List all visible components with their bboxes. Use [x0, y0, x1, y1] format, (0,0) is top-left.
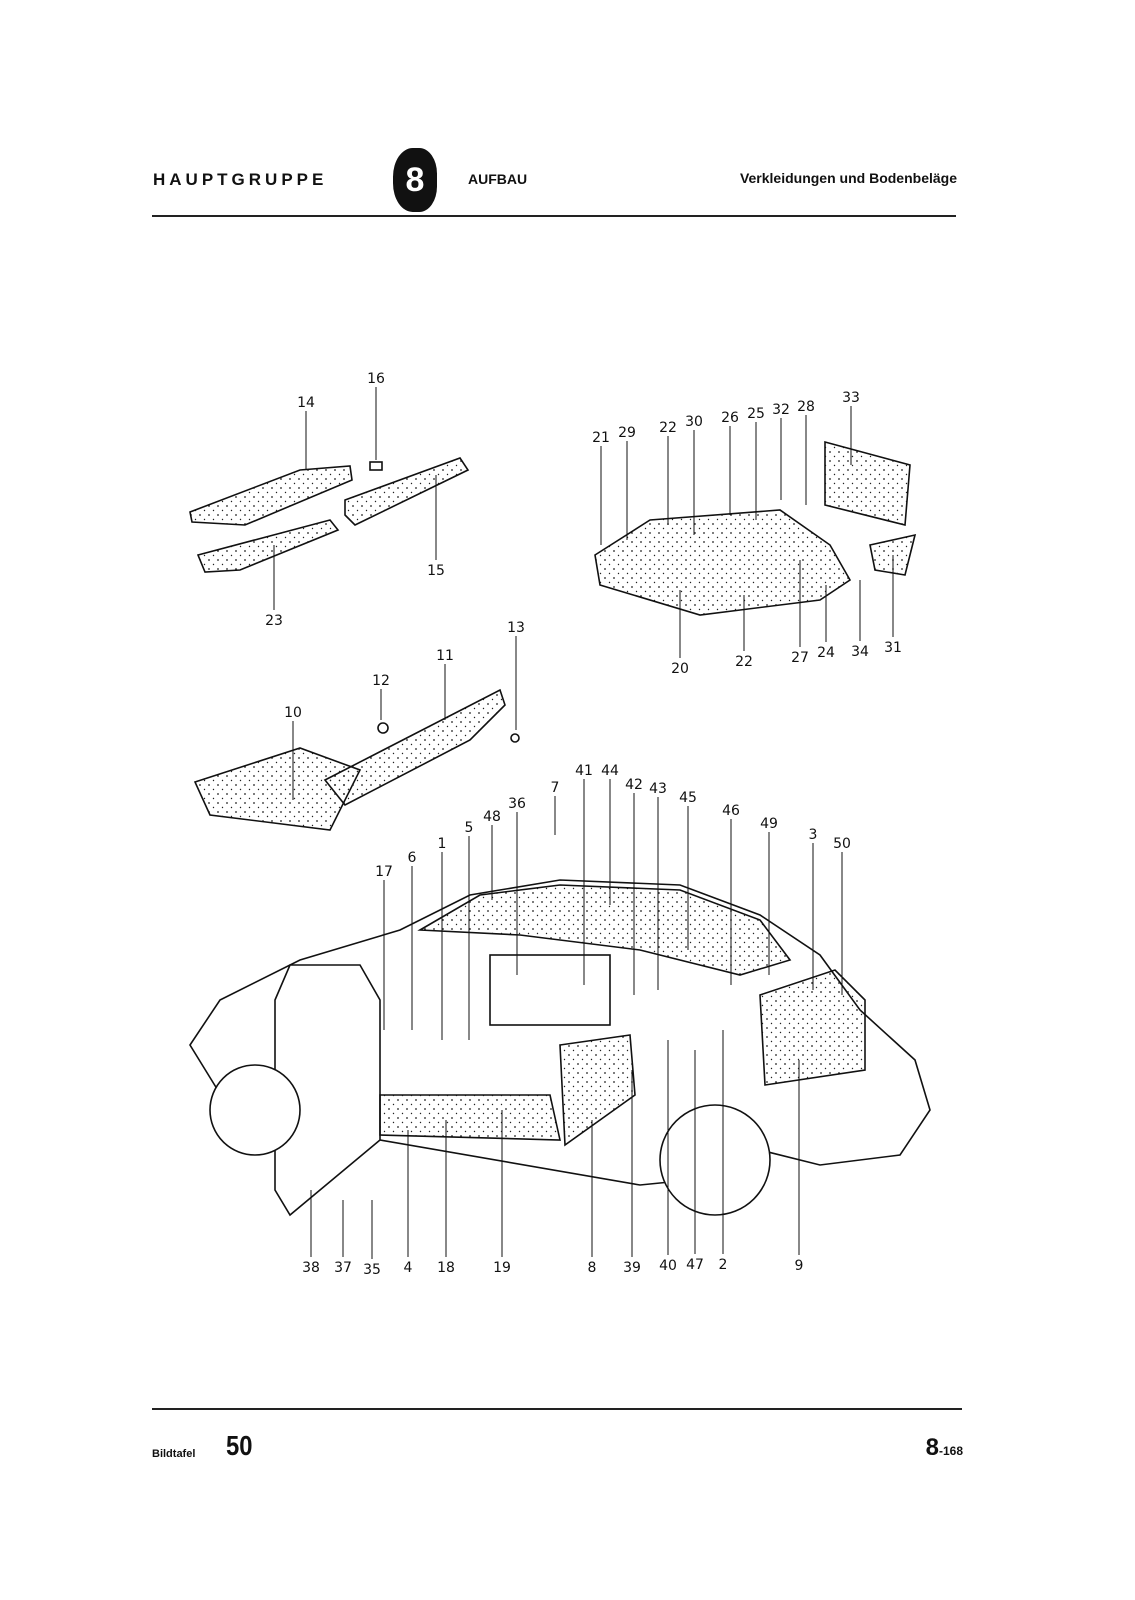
footer-rule	[152, 1408, 962, 1410]
callout-28: 28	[797, 399, 815, 415]
callout-7: 7	[551, 780, 560, 796]
callout-31: 31	[884, 640, 902, 656]
mat-14	[189, 465, 353, 526]
callout-16: 16	[367, 371, 385, 387]
callout-26: 26	[721, 410, 739, 426]
callout-15: 15	[427, 563, 445, 579]
page-sub: -168	[938, 1444, 963, 1458]
callout-12: 12	[372, 673, 390, 689]
page-subtitle: Verkleidungen und Bodenbeläge	[739, 170, 957, 186]
callout-33: 33	[842, 390, 860, 406]
callout-34: 34	[851, 644, 869, 660]
panel-15	[344, 457, 470, 526]
callout-32: 32	[772, 402, 790, 418]
callout-8: 8	[588, 1260, 597, 1276]
clip-12	[377, 722, 389, 734]
group-label: HAUPTGRUPPE	[153, 170, 328, 189]
callout-48: 48	[483, 809, 501, 825]
callout-39: 39	[623, 1260, 641, 1276]
callout-13: 13	[507, 620, 525, 636]
callout-43: 43	[649, 781, 667, 797]
callout-3: 3	[809, 827, 818, 843]
callout-27: 27	[791, 650, 809, 666]
floor-mat	[379, 1094, 562, 1141]
callout-44: 44	[601, 763, 619, 779]
mat-23	[196, 519, 340, 573]
callout-6: 6	[408, 850, 417, 866]
callout-46: 46	[722, 803, 740, 819]
plate-number: 50	[226, 1430, 253, 1461]
callout-1: 1	[438, 836, 447, 852]
rear-window-frame	[489, 954, 611, 1026]
callout-17: 17	[375, 864, 393, 880]
callout-25: 25	[747, 406, 765, 422]
roof-lining	[417, 884, 792, 976]
callout-22: 22	[735, 654, 753, 670]
callout-45: 45	[679, 790, 697, 806]
callout-37: 37	[334, 1260, 352, 1276]
callout-10: 10	[284, 705, 302, 721]
callout-19: 19	[493, 1260, 511, 1276]
callout-9: 9	[795, 1258, 804, 1274]
callout-40: 40	[659, 1258, 677, 1274]
group-number-badge: 8	[393, 148, 437, 212]
clip-16	[369, 461, 383, 471]
door-panel	[274, 964, 381, 1217]
callout-11: 11	[436, 648, 454, 664]
callout-42: 42	[625, 777, 643, 793]
mat-11	[323, 688, 506, 807]
rear-mats	[594, 509, 852, 616]
side-panel-39	[559, 1034, 636, 1147]
callout-22: 22	[659, 420, 677, 436]
callout-35: 35	[363, 1262, 381, 1278]
header-rule	[152, 215, 956, 217]
clip-13	[510, 733, 520, 743]
plate-label: Bildtafel	[152, 1448, 196, 1460]
callout-30: 30	[685, 414, 703, 430]
callout-47: 47	[686, 1257, 704, 1273]
callout-14: 14	[297, 395, 315, 411]
callout-38: 38	[302, 1260, 320, 1276]
callout-49: 49	[760, 816, 778, 832]
trunk-lining	[759, 969, 866, 1086]
callout-5: 5	[465, 820, 474, 836]
rear-wheel	[659, 1104, 771, 1216]
section-title: AUFBAU	[468, 171, 528, 187]
callout-24: 24	[817, 645, 835, 661]
callout-21: 21	[592, 430, 610, 446]
callout-41: 41	[575, 763, 593, 779]
callout-4: 4	[404, 1260, 413, 1276]
callout-36: 36	[508, 796, 526, 812]
callout-18: 18	[437, 1260, 455, 1276]
callout-23: 23	[265, 613, 283, 629]
panel-33	[824, 440, 911, 527]
callout-50: 50	[833, 836, 851, 852]
callout-29: 29	[618, 425, 636, 441]
callout-2: 2	[719, 1257, 728, 1273]
front-wheel	[209, 1064, 301, 1156]
page-main: 8	[925, 1434, 939, 1461]
page-number: 8-168	[926, 1434, 963, 1462]
callout-20: 20	[671, 661, 689, 677]
